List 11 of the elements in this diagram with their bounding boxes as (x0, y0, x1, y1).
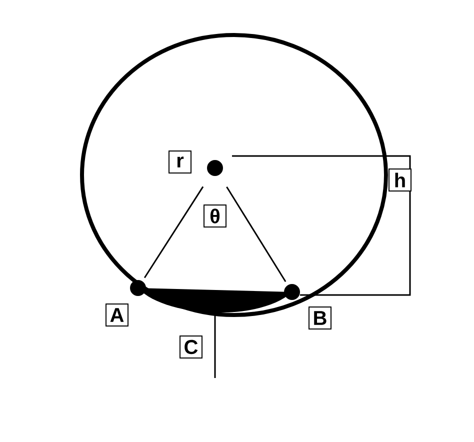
point-dot (130, 280, 146, 296)
radius-line (226, 186, 286, 282)
point-dot (284, 284, 300, 300)
radius-line (144, 186, 204, 278)
label-box: A (106, 304, 128, 326)
label-box: B (308, 306, 332, 330)
label-box: θ (204, 204, 226, 228)
label-box: C (180, 336, 202, 358)
point-dot (207, 160, 223, 176)
label-box: h (388, 168, 412, 192)
label-box: r (168, 150, 192, 174)
